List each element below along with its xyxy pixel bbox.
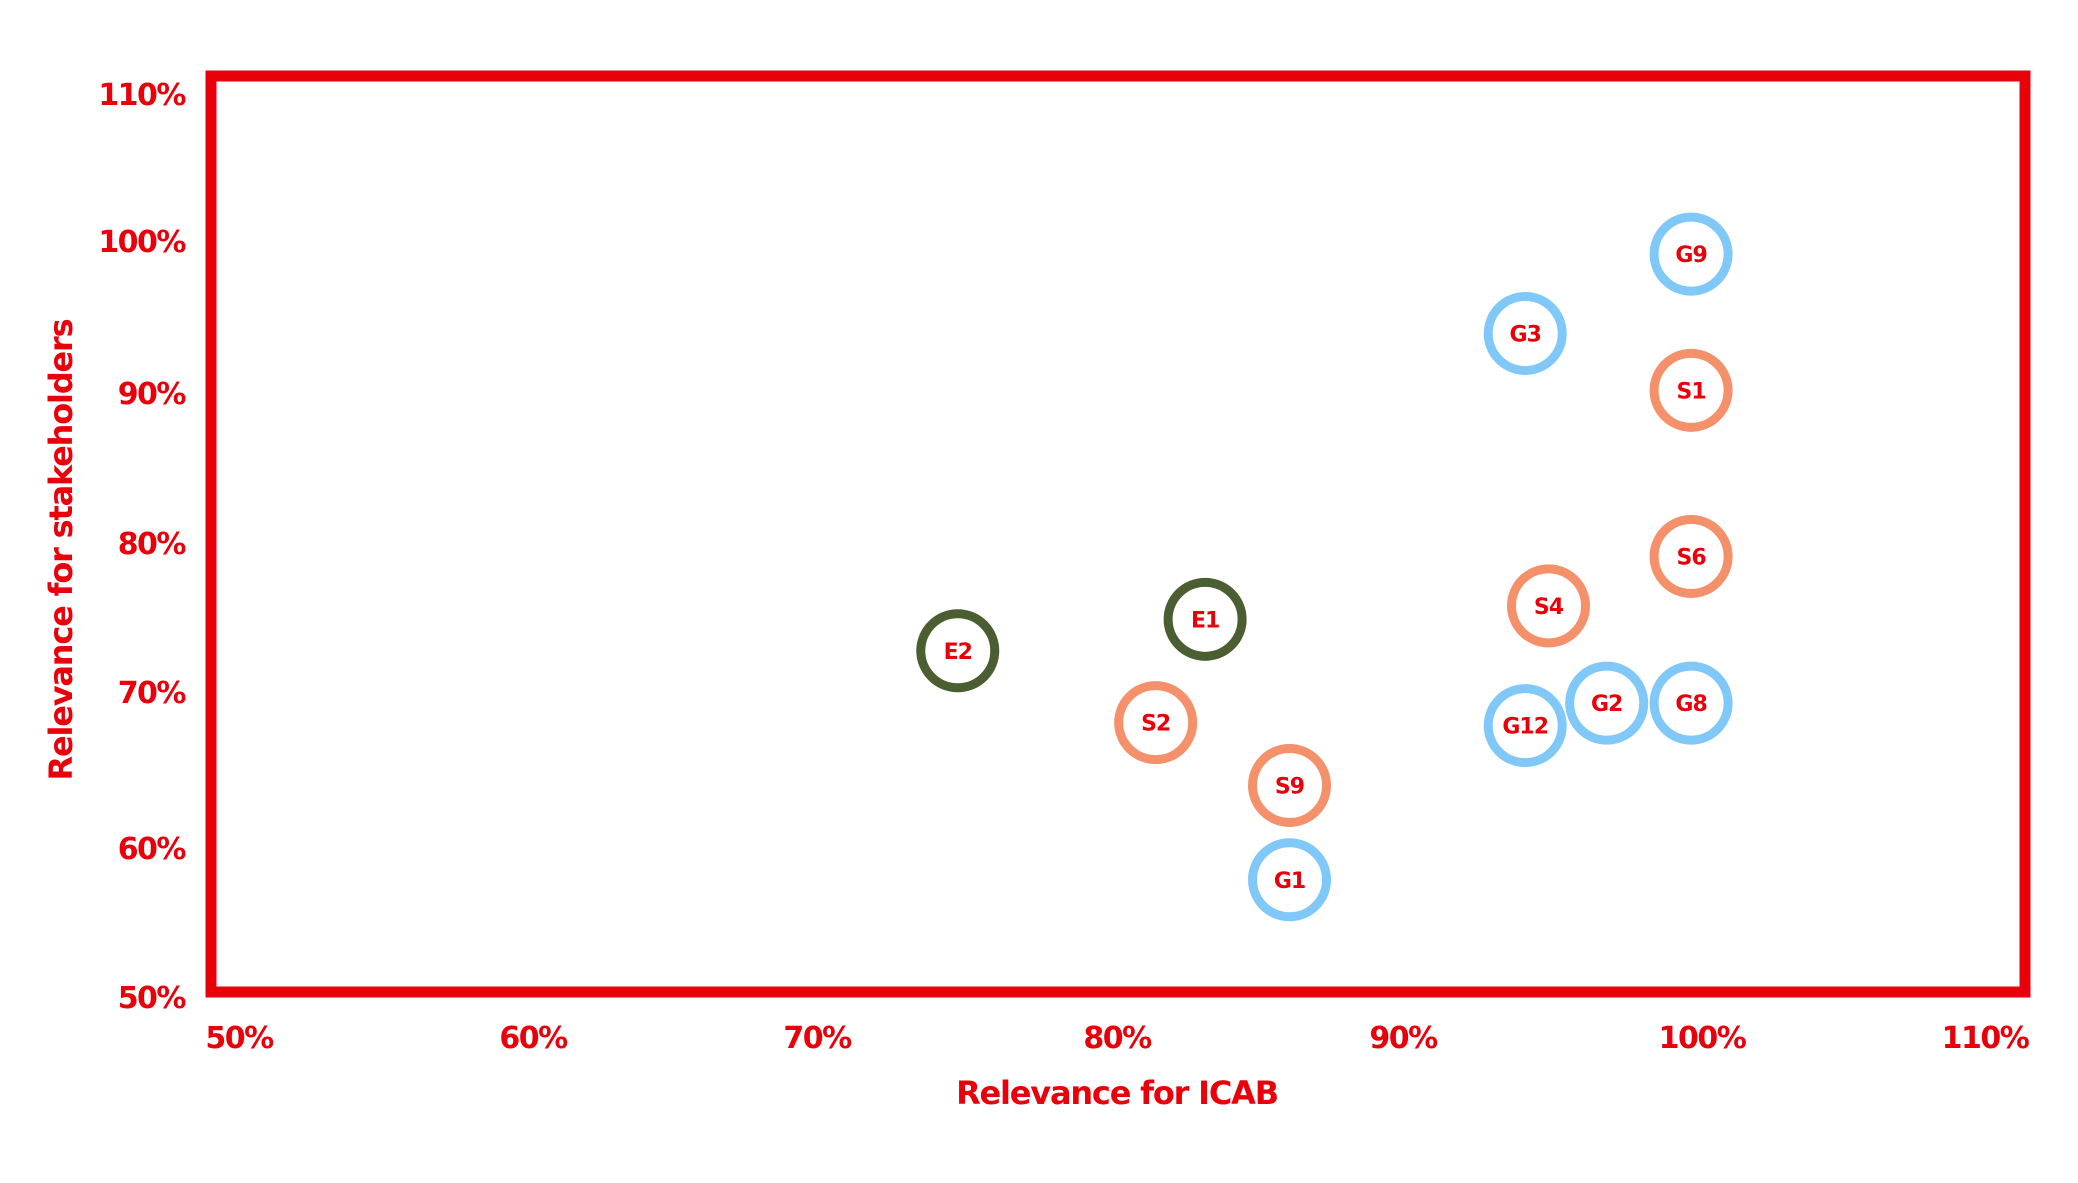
x-tick-label: 110%: [1942, 1021, 2030, 1056]
y-tick-label: 110%: [98, 78, 186, 113]
point-g8: G8: [1649, 661, 1733, 745]
point-e1: E1: [1163, 577, 1247, 661]
y-tick-label: 80%: [118, 527, 187, 562]
y-tick-label: 90%: [118, 377, 187, 412]
x-tick-label: 60%: [499, 1021, 568, 1056]
x-tick-label: 100%: [1659, 1021, 1747, 1056]
point-label: S6: [1677, 545, 1707, 570]
point-label: G1: [1274, 869, 1305, 894]
x-tick-label: 90%: [1369, 1021, 1438, 1056]
point-label: G12: [1502, 715, 1548, 740]
x-tick-label: 80%: [1083, 1021, 1152, 1056]
point-s4: S4: [1507, 564, 1590, 648]
plot-frame: [205, 70, 2031, 998]
point-s6: S6: [1649, 514, 1733, 598]
point-label: E1: [1191, 608, 1219, 633]
point-label: S2: [1141, 712, 1170, 737]
y-tick-label: 70%: [118, 676, 187, 711]
x-axis-ticks: 50% 60% 70% 80% 90% 100% 110%: [205, 1021, 2031, 1056]
point-marker: [1649, 514, 1733, 598]
point-marker: [1248, 743, 1332, 827]
point-label: G2: [1591, 692, 1622, 717]
point-s2: S2: [1114, 681, 1198, 765]
y-tick-label: 50%: [118, 981, 187, 1016]
point-marker: [1507, 564, 1590, 648]
point-label: G8: [1675, 692, 1706, 717]
point-g2: G2: [1565, 661, 1649, 745]
point-label: G3: [1510, 322, 1541, 347]
point-label: S9: [1275, 774, 1304, 799]
point-marker: [1248, 838, 1332, 922]
point-g3: G3: [1483, 291, 1567, 375]
point-s1: S1: [1649, 348, 1733, 432]
point-s9: S9: [1248, 743, 1332, 827]
y-axis-title: Relevance for stakeholders: [42, 319, 80, 780]
point-label: S4: [1534, 595, 1564, 620]
point-marker: [1649, 661, 1733, 745]
x-tick-label: 70%: [783, 1021, 852, 1056]
point-g1: G1: [1248, 838, 1332, 922]
point-marker: [1649, 348, 1733, 432]
point-g12: G12: [1483, 684, 1567, 768]
point-g9: G9: [1649, 212, 1733, 296]
point-marker: [1163, 577, 1247, 661]
point-marker: [1114, 681, 1198, 765]
point-marker: [1483, 684, 1567, 768]
point-marker: [916, 609, 1000, 693]
y-tick-label: 100%: [98, 225, 186, 260]
point-label: E2: [944, 640, 972, 665]
point-marker: [1649, 212, 1733, 296]
point-e2: E2: [916, 609, 1000, 693]
x-axis-title: Relevance for ICAB: [956, 1074, 1278, 1112]
x-tick-label: 50%: [205, 1021, 274, 1056]
point-label: G9: [1675, 243, 1706, 268]
point-marker: [1565, 661, 1649, 745]
y-tick-label: 60%: [118, 832, 187, 867]
point-marker: [1483, 291, 1567, 375]
point-label: S1: [1677, 379, 1706, 404]
y-axis-ticks: 50% 60% 70% 80% 90% 100% 110%: [98, 78, 188, 1016]
